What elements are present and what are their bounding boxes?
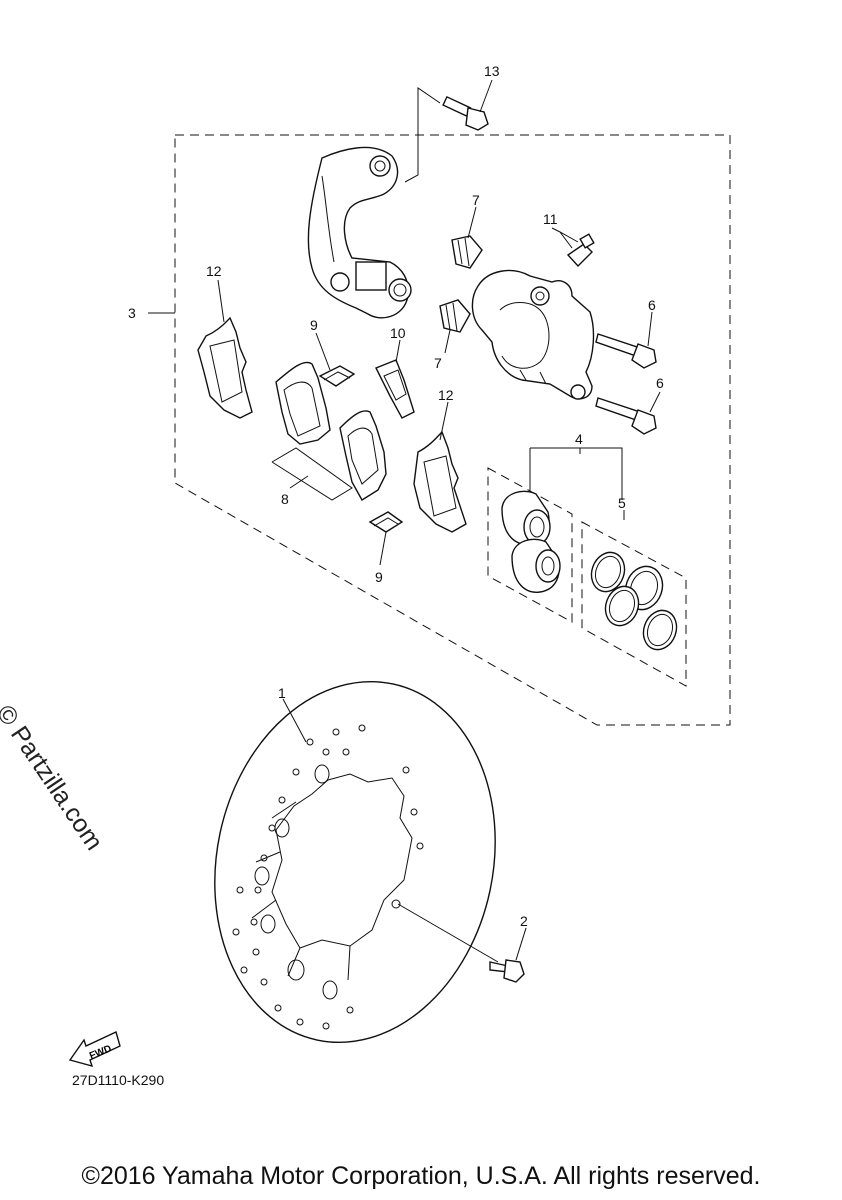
callout-9-upper: 9 bbox=[310, 317, 318, 333]
piston-group-boundary bbox=[487, 467, 573, 623]
callout-7-lower: 7 bbox=[434, 355, 442, 371]
callout-12-left: 12 bbox=[206, 263, 222, 279]
brake-pad-8-inner[interactable] bbox=[275, 361, 331, 445]
callout-6-upper: 6 bbox=[648, 297, 656, 313]
pin-boot-7-upper[interactable] bbox=[451, 235, 483, 269]
seal-kit-5[interactable] bbox=[586, 548, 682, 655]
caliper-body[interactable] bbox=[471, 269, 595, 400]
piston-4-lower[interactable] bbox=[511, 538, 561, 593]
callout-1: 1 bbox=[278, 685, 286, 701]
diagram-reference-code: 27D1110-K290 bbox=[72, 1072, 165, 1088]
callout-5: 5 bbox=[618, 495, 626, 511]
caliper-bracket[interactable] bbox=[307, 146, 412, 319]
bolt-6-lower[interactable] bbox=[595, 397, 657, 435]
disc-bolt-2[interactable] bbox=[489, 959, 525, 983]
pad-retainer-10[interactable] bbox=[375, 359, 415, 419]
seal-group-boundary bbox=[581, 521, 687, 687]
bolt-6-upper[interactable] bbox=[595, 333, 657, 369]
bleed-screw-11[interactable] bbox=[566, 233, 595, 268]
brake-pad-8-outer[interactable] bbox=[339, 410, 387, 501]
bolt-13[interactable] bbox=[442, 95, 489, 131]
callout-2: 2 bbox=[520, 913, 528, 929]
callout-10: 10 bbox=[390, 325, 406, 341]
callout-4: 4 bbox=[575, 431, 583, 447]
pin-boot-7-lower[interactable] bbox=[439, 299, 471, 333]
callout-13: 13 bbox=[484, 63, 500, 79]
brake-disc-1[interactable] bbox=[182, 655, 528, 1068]
caliper-assembly-boundary bbox=[174, 134, 731, 726]
pad-spring-9-upper[interactable] bbox=[318, 365, 356, 387]
callout-9-lower: 9 bbox=[375, 569, 383, 585]
callout-3: 3 bbox=[128, 305, 136, 321]
callout-7-upper: 7 bbox=[472, 192, 480, 208]
fwd-arrow-icon bbox=[68, 1031, 121, 1068]
pad-shim-12-right[interactable] bbox=[413, 430, 467, 533]
callout-8: 8 bbox=[281, 491, 289, 507]
callout-11: 11 bbox=[543, 211, 558, 227]
pad-shim-12-left[interactable] bbox=[197, 316, 253, 419]
callout-12-right: 12 bbox=[438, 387, 454, 403]
pad-spring-9-lower[interactable] bbox=[368, 511, 404, 533]
callout-6-lower: 6 bbox=[656, 375, 664, 391]
copyright-notice: ©2016 Yamaha Motor Corporation, U.S.A. A… bbox=[81, 1162, 761, 1190]
piston-4-upper[interactable] bbox=[501, 490, 551, 545]
